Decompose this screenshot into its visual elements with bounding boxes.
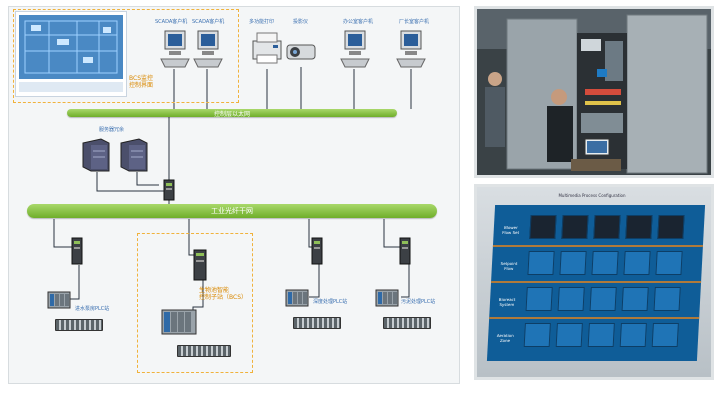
switch-icon (71, 237, 83, 265)
station-3-switch (311, 237, 323, 265)
plc-icon (47, 291, 71, 309)
station-1-plc (47, 291, 71, 309)
hmi-thumbnail-toolbar (19, 82, 123, 92)
hmi-tile[interactable] (619, 323, 647, 347)
server-icon (82, 138, 110, 172)
switch-icon (399, 237, 411, 265)
station-3-plc (285, 289, 309, 307)
engineers-photo (474, 6, 714, 178)
hmi-tile[interactable] (655, 251, 683, 275)
scada-client-2 (192, 29, 224, 69)
director-client-label: 厂长室客户机 (399, 19, 430, 25)
hmi-screen-header: Multimedia Process Configuration (558, 193, 626, 198)
station-4-label: 污泥处理PLC站 (401, 299, 436, 305)
station-4-switch (399, 237, 411, 265)
switch-icon (163, 179, 175, 201)
workstation-icon (193, 30, 223, 68)
hmi-thumbnail-screen (19, 15, 123, 79)
hmi-caption: BCS监控 控制界面 (129, 75, 154, 89)
server-icon (120, 138, 148, 172)
bcs-group-box (137, 233, 253, 373)
workstation-icon (160, 30, 190, 68)
projector-label: 投影仪 (293, 19, 309, 25)
office-client (339, 29, 371, 69)
hmi-screen-panel: Blower Flow Set Setpoint Flow Bioreact S… (486, 205, 706, 361)
hmi-group-box (13, 9, 239, 103)
hmi-tile[interactable] (589, 287, 617, 311)
hmi-tile[interactable] (587, 323, 615, 347)
pipe-line (492, 245, 703, 247)
station-2-switch (193, 249, 207, 281)
control-ethernet-bus-label: 控制层以太网 (213, 110, 250, 118)
plc-icon (285, 289, 309, 307)
station-1-switch (71, 237, 83, 265)
station-2-io-rack (177, 345, 231, 357)
printer-icon (252, 32, 282, 64)
hmi-tile[interactable] (623, 251, 651, 275)
station-2-label: 生物池智能 控制子站（BCS） (199, 287, 248, 301)
hmi-tile[interactable] (525, 287, 553, 311)
server-label: 服务器冗余 (99, 127, 125, 133)
hmi-tile[interactable] (621, 287, 649, 311)
hmi-tile[interactable] (625, 215, 653, 239)
server-1 (81, 137, 111, 173)
hmi-tile[interactable] (557, 287, 585, 311)
industrial-fiber-bus: 工业光纤干网 (27, 204, 437, 218)
station-4-io-rack (383, 317, 431, 329)
pipe-line (489, 317, 700, 319)
scada-client-2-label: SCADA客户机 (192, 19, 225, 25)
hmi-tile[interactable] (653, 287, 681, 311)
row-label-4: Aeration Zone (496, 333, 514, 343)
pipe-line (491, 281, 702, 283)
connection-lines (53, 67, 412, 315)
scada-client-1 (159, 29, 191, 69)
hmi-tile[interactable] (593, 215, 621, 239)
station-2-plc (161, 309, 197, 335)
hmi-tile[interactable] (527, 251, 555, 275)
printer-label: 多功能打印 (249, 19, 275, 25)
industrial-fiber-bus-label: 工业光纤干网 (211, 207, 253, 215)
hmi-tile[interactable] (651, 323, 679, 347)
core-switch (163, 179, 175, 201)
station-4-plc (375, 289, 399, 307)
hmi-tile[interactable] (529, 215, 557, 239)
projector (285, 37, 319, 65)
server-2 (119, 137, 149, 173)
hmi-tile[interactable] (657, 215, 685, 239)
hmi-tile[interactable] (559, 251, 587, 275)
hmi-tile[interactable] (523, 323, 551, 347)
office-client-label: 办公室客户机 (343, 19, 374, 25)
hmi-tile[interactable] (591, 251, 619, 275)
hmi-tile[interactable] (555, 323, 583, 347)
station-1-label: 进水泵房PLC站 (75, 306, 110, 312)
switch-icon (193, 249, 207, 281)
control-ethernet-bus: 控制层以太网 (67, 109, 397, 118)
printer (249, 31, 285, 67)
row-label-1: Blower Flow Set (502, 225, 520, 235)
station-1-io-rack (55, 319, 103, 331)
plc-icon (375, 289, 399, 307)
workstation-icon (396, 30, 426, 68)
plc-icon (161, 309, 197, 335)
station-3-io-rack (293, 317, 341, 329)
hmi-thumbnail (15, 11, 127, 97)
switch-icon (311, 237, 323, 265)
network-diagram: BCS监控 控制界面 SCADA客户机 SCADA客户机 多功能打印 投影仪 办… (8, 6, 460, 384)
projector-icon (286, 44, 316, 60)
director-client (395, 29, 427, 69)
station-3-label: 深度处理PLC站 (313, 299, 348, 305)
scada-client-1-label: SCADA客户机 (155, 19, 188, 25)
hmi-screen-photo: Multimedia Process Configuration Blower … (474, 184, 714, 380)
photo-illustration (477, 9, 711, 175)
row-label-3: Bioreact System (498, 297, 516, 307)
workstation-icon (340, 30, 370, 68)
hmi-tile[interactable] (561, 215, 589, 239)
row-label-2: Setpoint Flow (500, 261, 518, 271)
